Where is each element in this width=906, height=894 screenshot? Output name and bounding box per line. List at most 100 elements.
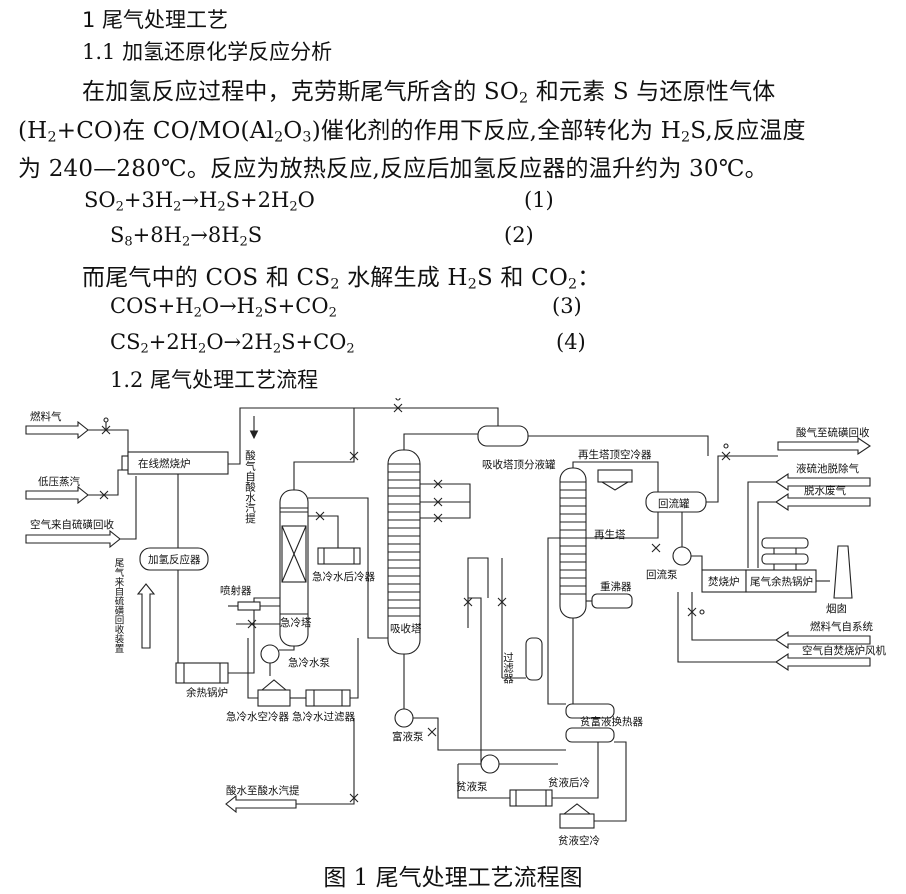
equation-1-number: (1) xyxy=(524,188,554,212)
fuel-gas-input-arrow: 燃料气 xyxy=(25,410,89,440)
valve-icon xyxy=(433,479,443,489)
valve-icon xyxy=(247,619,257,629)
valve-icon xyxy=(315,511,325,521)
air-from-incinerator-fan-label: 空气自焚烧炉风机 xyxy=(802,644,886,657)
equation-2-number: (2) xyxy=(504,223,534,247)
equation-4-number: (4) xyxy=(556,330,586,354)
subsection-title-2: 1.2 尾气处理工艺流程 xyxy=(110,368,319,392)
tail-gas-from-sru-arrow: 尾气来自硫磺回收装置 xyxy=(113,558,156,653)
ejector: 喷射器 xyxy=(220,584,280,611)
absorber: 吸收塔 xyxy=(387,449,422,655)
filter: 过滤器 xyxy=(502,637,543,684)
regenerator: 再生塔 xyxy=(559,467,626,619)
valve-icon xyxy=(101,417,111,435)
quench-aftercooler-label: 急冷水后冷器 xyxy=(312,570,375,583)
reflux-drum-label: 回流罐 xyxy=(658,497,690,510)
regenerator-top-cooler-label: 再生塔顶空冷器 xyxy=(578,448,652,461)
tail-gas-boiler-label: 尾气余热锅炉 xyxy=(750,575,813,588)
dehydration-waste-gas-arrow: 脱水废气 xyxy=(775,484,871,512)
quench-air-cooler-label: 急冷水空冷器 xyxy=(226,710,289,723)
lean-pump-label: 贫液泵 xyxy=(456,780,488,793)
equation-3-number: (3) xyxy=(552,294,582,318)
reflux-drum: 回流罐 xyxy=(645,491,707,513)
sour-gas-from-stripper: 酸气自酸水汽提 xyxy=(244,416,259,524)
fuel-gas-from-system-arrow: 燃料气自系统 xyxy=(775,620,873,650)
incinerator-label: 焚烧炉 xyxy=(708,575,740,588)
air-from-sru-label: 空气来自硫磺回收 xyxy=(30,518,114,531)
quench-pump-label: 急冷水泵 xyxy=(288,656,330,669)
valve-icon xyxy=(651,543,661,553)
figure-caption: 图 1 尾气处理工艺流程图 xyxy=(323,865,583,891)
lean-air-cooler: 贫液空冷 xyxy=(558,803,600,847)
lean-aftercooler-label: 贫液后冷 xyxy=(548,776,590,789)
incinerator: 焚烧炉 xyxy=(701,569,747,593)
chimney: 烟囱 xyxy=(826,545,853,615)
paragraph-line-2: (H2+CO)在 CO/MO(Al2O3)催化剂的作用下反应,全部转化为 H2S… xyxy=(18,118,806,146)
equation-1: SO2+3H2→H2S+2H2O xyxy=(84,188,315,215)
air-from-sru-input-arrow: 空气来自硫磺回收 xyxy=(25,518,121,549)
reflux-pump: 回流泵 xyxy=(646,546,692,581)
regenerator-label: 再生塔 xyxy=(594,528,626,541)
valve-icon xyxy=(433,497,443,507)
low-pressure-steam-label: 低压蒸汽 xyxy=(38,475,80,488)
low-pressure-steam-input-arrow: 低压蒸汽 xyxy=(25,475,89,505)
absorber-top-knockout-label: 吸收塔顶分液罐 xyxy=(482,458,556,471)
acid-gas-to-sru-label: 酸气至硫磺回收 xyxy=(796,426,870,439)
valve-icon xyxy=(349,793,359,803)
valve-icon xyxy=(721,443,731,461)
equation-2: S8+8H2→8H2S xyxy=(110,223,263,250)
valve-icon xyxy=(433,513,443,523)
sour-water-out-label: 酸水至酸水汽提 xyxy=(226,784,300,797)
filter-label: 过滤器 xyxy=(502,651,514,684)
tail-gas-from-sru-label: 尾气来自硫磺回收装置 xyxy=(113,558,125,653)
sour-water-stripper-label: 酸气自酸水汽提 xyxy=(244,449,256,524)
waste-heat-boiler-label: 余热锅炉 xyxy=(186,686,228,699)
online-heater-label: 在线燃烧炉 xyxy=(138,457,191,470)
sulfur-pit-gas-arrow: 液硫池脱除气 xyxy=(775,462,871,492)
valve-icon xyxy=(687,607,705,617)
fuel-gas-from-system-label: 燃料气自系统 xyxy=(810,620,873,633)
valve-icon xyxy=(349,451,359,461)
tail-gas-boiler: 尾气余热锅炉 xyxy=(745,537,817,593)
lean-pump: 贫液泵 xyxy=(456,754,500,793)
quench-filter-label: 急冷水过滤器 xyxy=(292,710,355,723)
fuel-gas-label: 燃料气 xyxy=(30,410,62,423)
lean-rich-exchanger-label: 贫富液换热器 xyxy=(580,715,643,728)
equation-3: COS+H2O→H2S+CO2 xyxy=(110,294,337,321)
rich-pump-label: 富液泵 xyxy=(392,730,424,743)
quench-tower: 急冷塔 xyxy=(279,489,312,647)
hydrogenation-reactor: 加氢反应器 xyxy=(139,547,209,571)
ejector-label: 喷射器 xyxy=(220,584,252,597)
absorber-label: 吸收塔 xyxy=(390,622,422,635)
paragraph-line-1: 在加氢反应过程中，克劳斯尾气所含的 SO2 和元素 S 与还原性气体 xyxy=(82,79,776,107)
paragraph-2: 而尾气中的 COS 和 CS2 水解生成 H2S 和 CO2： xyxy=(82,265,601,293)
process-flow-diagram: 燃料气 低压蒸汽 空气来自硫磺回收 在线燃烧炉 加氢反应器 尾气来自硫磺回收装置… xyxy=(25,398,886,847)
valve-icon xyxy=(99,490,109,500)
lean-rich-exchanger: 贫富液换热器 xyxy=(565,703,643,743)
hydrogenation-reactor-label: 加氢反应器 xyxy=(148,553,201,566)
reboiler-label: 重沸器 xyxy=(600,580,632,593)
lean-air-cooler-label: 贫液空冷 xyxy=(558,834,600,847)
valve-icon xyxy=(427,727,437,737)
quench-aftercooler: 急冷水后冷器 xyxy=(312,547,375,583)
subsection-title-1: 1.1 加氢还原化学反应分析 xyxy=(82,40,333,64)
lean-aftercooler: 贫液后冷 xyxy=(509,776,590,807)
quench-filter: 急冷水过滤器 xyxy=(292,689,355,723)
paragraph-line-3: 为 240—280℃。反应为放热反应,反应后加氢反应器的温升约为 30℃。 xyxy=(18,156,768,182)
rich-pump: 富液泵 xyxy=(392,708,424,743)
sour-water-out-arrow: 酸水至酸水汽提 xyxy=(225,784,300,814)
online-heater: 在线燃烧炉 xyxy=(121,451,229,475)
section-title: 1 尾气处理工艺 xyxy=(82,8,229,32)
waste-heat-boiler: 余热锅炉 xyxy=(175,662,229,699)
absorber-top-knockout: 吸收塔顶分液罐 xyxy=(477,425,556,471)
quench-tower-label: 急冷塔 xyxy=(280,616,312,629)
valve-icon xyxy=(463,597,473,607)
equation-4: CS2+2H2O→2H2S+CO2 xyxy=(110,330,355,357)
sulfur-pit-gas-label: 液硫池脱除气 xyxy=(796,462,859,475)
regenerator-top-cooler: 再生塔顶空冷器 xyxy=(578,448,652,491)
valve-icon xyxy=(393,398,403,413)
reflux-pump-label: 回流泵 xyxy=(646,568,678,581)
chimney-label: 烟囱 xyxy=(826,602,847,615)
quench-pump: 急冷水泵 xyxy=(260,644,330,669)
reboiler: 重沸器 xyxy=(591,580,633,609)
